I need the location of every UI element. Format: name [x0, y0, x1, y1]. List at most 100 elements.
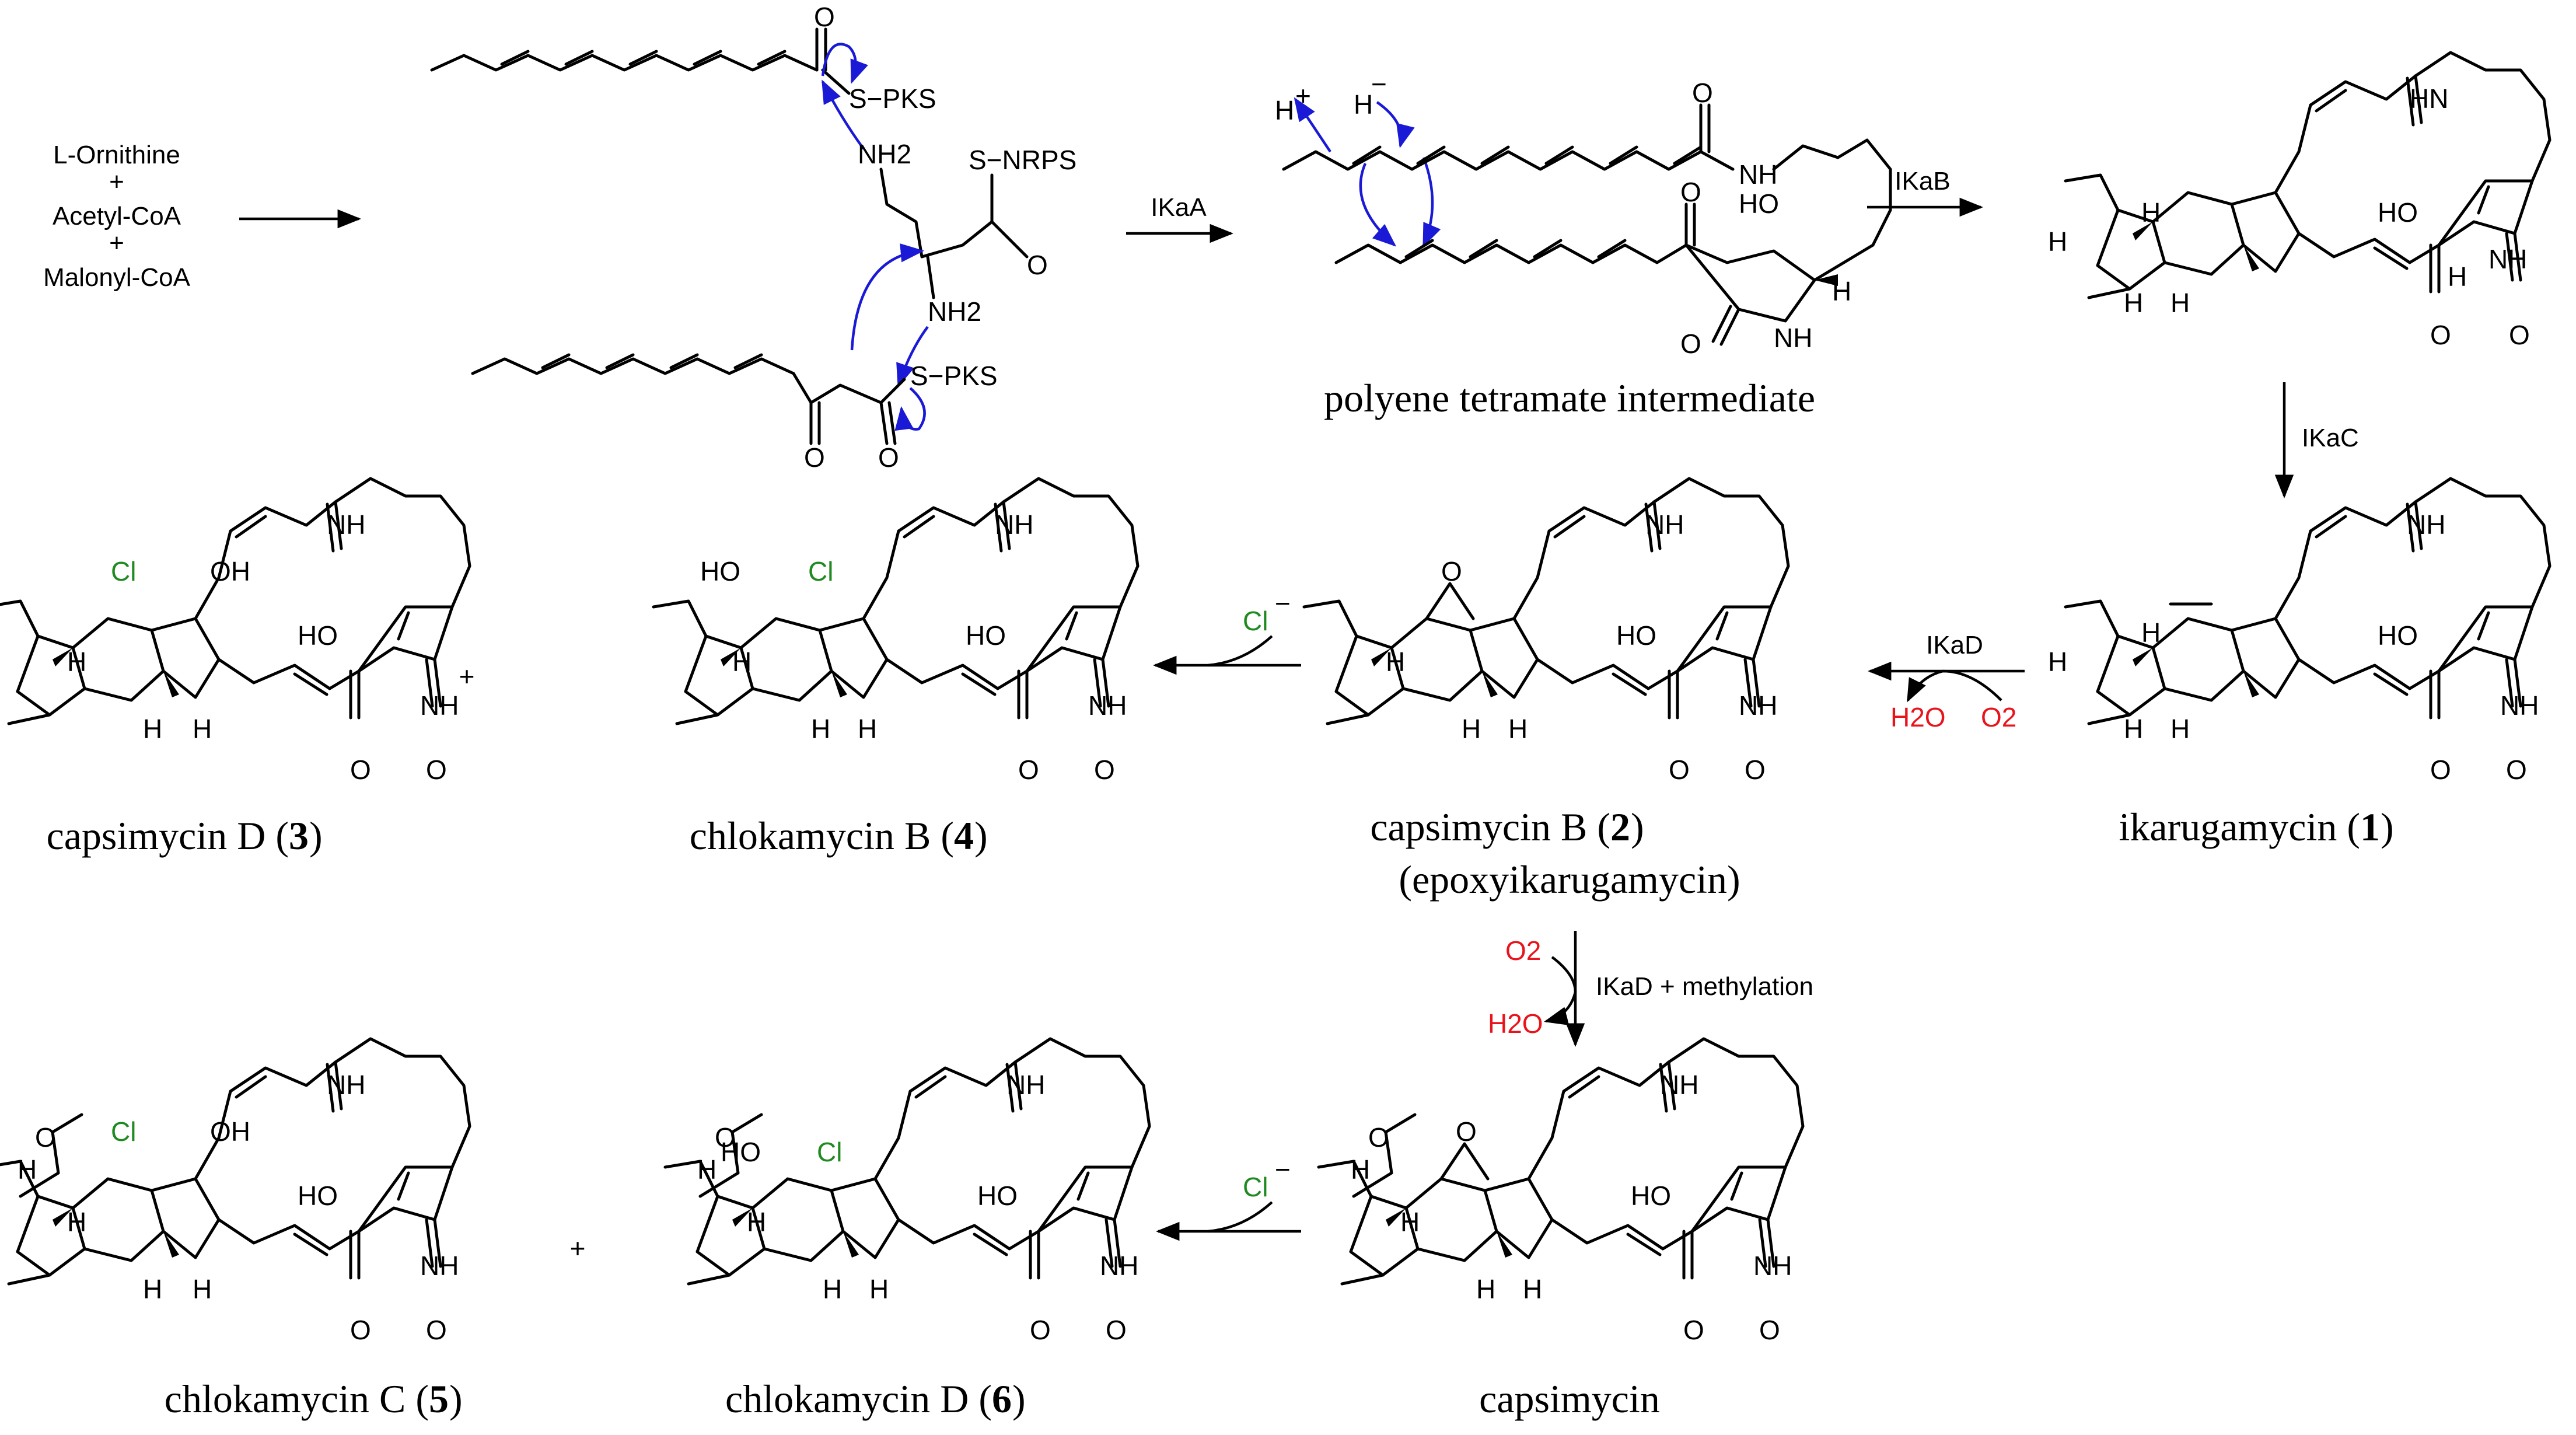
atom-hydrogen: H — [193, 1274, 212, 1304]
atom-oxygen: O — [804, 442, 825, 473]
atom-oxygen: O — [1368, 1122, 1389, 1153]
caption-text: 6 — [992, 1377, 1012, 1421]
precursor-ornithine: L-Ornithine — [53, 141, 180, 169]
atom-hydroxyl: HO — [2378, 620, 2418, 651]
compound-5-structure: O Cl OH H H H H NH HO NH O O — [0, 1039, 470, 1345]
compound-3-caption: capsimycin D ( 3 ) — [47, 813, 323, 858]
atom-oxygen: O — [1680, 177, 1701, 207]
assembly-line-structure: O S−PKS NH2 S−NRPS O NH2 O O S−PKS — [430, 2, 1076, 473]
caption-text: ) — [1012, 1377, 1026, 1421]
reagent-oxygen: O2 — [1505, 935, 1541, 966]
atom-hydrogen: H — [2448, 261, 2467, 292]
caption-text: capsimycin D ( — [47, 813, 289, 858]
atom-hn: HN — [2410, 83, 2448, 114]
atom-oxygen: O — [426, 1315, 447, 1345]
reagent-chloride: Cl — [1243, 606, 1268, 636]
atom-hydrogen: H — [143, 714, 162, 744]
hydride-charge: − — [1371, 69, 1387, 99]
atom-oxygen: O — [1680, 329, 1701, 359]
caption-text: chlokamycin B ( — [690, 813, 954, 858]
methoxy-group — [698, 1113, 763, 1198]
compound-5-caption: chlokamycin C ( 5 ) — [165, 1377, 463, 1421]
chloride-charge: − — [1275, 588, 1291, 619]
caption-text: ) — [2381, 805, 2394, 849]
atom-oxygen: O — [1441, 556, 1462, 586]
atom-chlorine: Cl — [817, 1137, 842, 1167]
atom-nh: NH — [1660, 1070, 1698, 1100]
capsimycin-caption: capsimycin — [1479, 1377, 1660, 1421]
caption-text: 5 — [429, 1377, 449, 1421]
atom-hydrogen: H — [1351, 1154, 1370, 1185]
compound-1-caption: ikarugamycin ( 1 ) — [2119, 805, 2393, 849]
atom-hydrogen: H — [697, 1154, 716, 1185]
atom-nh: NH — [420, 1251, 459, 1281]
atom-oxygen: O — [1745, 755, 1766, 785]
atom-hydroxyl: HO — [966, 620, 1006, 651]
precursor-plus: + — [109, 167, 124, 196]
atom-hydrogen: H — [2048, 226, 2067, 257]
compound-1-structure: H H H H NH HO NH O O — [2048, 479, 2550, 785]
atom-hydroxyl: HO — [977, 1181, 1018, 1211]
caption-text: 3 — [289, 813, 309, 858]
atom-oxygen: O — [350, 755, 371, 785]
atom-hydroxyl: HO — [721, 1137, 761, 1167]
atom-nh: NH — [420, 690, 459, 721]
atom-hydrogen: H — [2141, 197, 2161, 228]
atom-nh2: NH2 — [928, 296, 981, 327]
epoxide-bridge — [1425, 582, 1475, 620]
tricyclic-intermediate-structure: H H H H HN HO NH H O O — [2048, 53, 2550, 350]
polyene-intermediate-structure: H + H − O NH O HO H O NH — [1275, 69, 1892, 359]
atom-oxygen: O — [2506, 755, 2527, 785]
chloride-charge: − — [1275, 1154, 1291, 1185]
atom-nh: NH — [2500, 690, 2539, 721]
intermediate-caption: polyene tetramate intermediate — [1324, 376, 1815, 420]
methoxy-group — [19, 1113, 83, 1198]
atom-hydrogen: H — [2048, 647, 2067, 677]
atom-s-pks: S−PKS — [849, 83, 936, 114]
atom-hydroxyl: OH — [210, 556, 250, 586]
plus-sign: + — [570, 1233, 586, 1263]
atom-hydrogen: H — [1400, 1207, 1420, 1237]
atom-hydrogen: H — [2124, 288, 2143, 318]
atom-oxygen: O — [1692, 78, 1713, 108]
atom-hydrogen: H — [2170, 714, 2190, 744]
atom-oxygen: O — [1094, 755, 1115, 785]
plus-sign: + — [459, 661, 475, 692]
atom-chlorine: Cl — [111, 1116, 136, 1147]
atom-nh2: NH2 — [858, 139, 911, 169]
atom-hydrogen: H — [1386, 647, 1405, 677]
atom-oxygen: O — [2430, 755, 2451, 785]
atom-nh: NH — [1774, 323, 1812, 353]
compound-2-caption: capsimycin B ( 2 ) (epoxyikarugamycin) — [1370, 805, 1740, 902]
atom-hydrogen: H — [67, 647, 86, 677]
atom-oxygen: O — [1669, 755, 1690, 785]
atom-oxygen: O — [878, 442, 899, 473]
atom-oxygen: O — [35, 1122, 56, 1153]
precursor-plus: + — [109, 229, 124, 257]
atom-nh: NH — [1739, 690, 1777, 721]
capsimycin-structure: O O H H H H NH HO NH O O — [1319, 1039, 1803, 1345]
atom-oxygen: O — [1683, 1315, 1704, 1345]
compound-4-structure: HO Cl H H H NH HO NH O O — [653, 479, 1138, 785]
atom-chlorine: Cl — [111, 556, 136, 586]
reagent-oxygen: O2 — [1981, 702, 2016, 732]
atom-nh: NH — [327, 509, 365, 540]
atom-nh: NH — [1645, 509, 1684, 540]
atom-hydrogen: H — [1523, 1274, 1542, 1304]
atom-hydroxyl: HO — [298, 1181, 338, 1211]
atom-hydrogen: H — [2141, 617, 2161, 648]
atom-oxygen: O — [426, 755, 447, 785]
compound-3-structure: Cl OH H H H NH HO NH O O — [0, 479, 470, 785]
precursor-list: L-Ornithine + Acetyl-CoA + Malonyl-CoA — [43, 141, 191, 292]
atom-hydrogen: H — [2170, 288, 2190, 318]
atom-hydroxyl: HO — [1631, 1181, 1671, 1211]
atom-hydrogen: H — [858, 714, 877, 744]
atom-hydrogen: H — [747, 1207, 766, 1237]
atom-oxygen: O — [814, 2, 835, 32]
reagent-chloride: Cl — [1243, 1172, 1268, 1202]
reagent-water: H2O — [1890, 702, 1946, 732]
atom-hydroxyl: HO — [298, 620, 338, 651]
atom-nh: NH — [1088, 690, 1127, 721]
caption-text: ) — [1631, 805, 1644, 849]
